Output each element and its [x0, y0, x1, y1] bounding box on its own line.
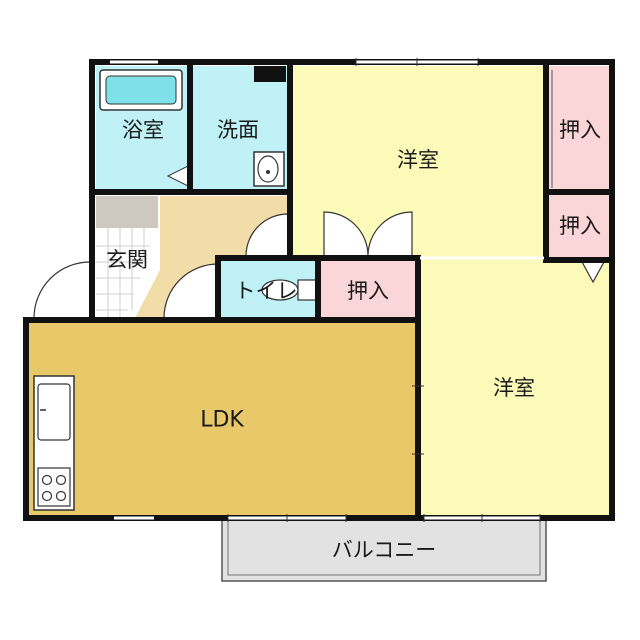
bedroom-south-label: 洋室	[493, 376, 535, 400]
entrance-tiles	[96, 228, 150, 320]
balcony-area	[221, 518, 547, 582]
bathtub-inner	[105, 75, 177, 105]
stove-burner-4	[55, 490, 67, 502]
stove-burner-2	[55, 474, 67, 486]
bedroom-door-swing-right	[367, 211, 413, 257]
stove-burner-1	[41, 474, 53, 486]
entrance-floor	[96, 228, 158, 320]
closet-middle-floor	[548, 194, 610, 258]
window-ticks	[227, 58, 541, 522]
closet-south-label: 押入	[347, 279, 389, 303]
toilet-bowl-icon	[261, 279, 299, 301]
toilet-tank-icon	[297, 279, 317, 301]
kitchen-sink-icon	[37, 383, 71, 441]
ldk-floor	[28, 322, 416, 516]
closet-middle-label: 押入	[559, 214, 601, 238]
toilet-label: トイレ	[235, 279, 298, 303]
stove-burner-3	[41, 490, 53, 502]
entrance-step	[96, 196, 158, 228]
closet-north-label: 押入	[559, 118, 601, 142]
washroom-label: 洗面	[217, 118, 259, 142]
ldk-label: LDK	[200, 408, 244, 433]
washbasin-bowl	[257, 155, 279, 183]
stove-icon	[37, 467, 71, 507]
washbasin-drain	[266, 170, 270, 174]
bath-label: 浴室	[122, 118, 164, 142]
entrance-door-swing	[33, 261, 91, 319]
bedroom-south-floor	[416, 258, 610, 516]
closet-south-floor	[320, 258, 416, 320]
entrance-label: 玄関	[106, 248, 148, 272]
bedroom-north-label: 洋室	[397, 148, 439, 172]
pipe-shaft	[254, 66, 286, 82]
balcony-label: バルコニー	[332, 538, 437, 562]
closet-north-floor	[548, 66, 610, 190]
